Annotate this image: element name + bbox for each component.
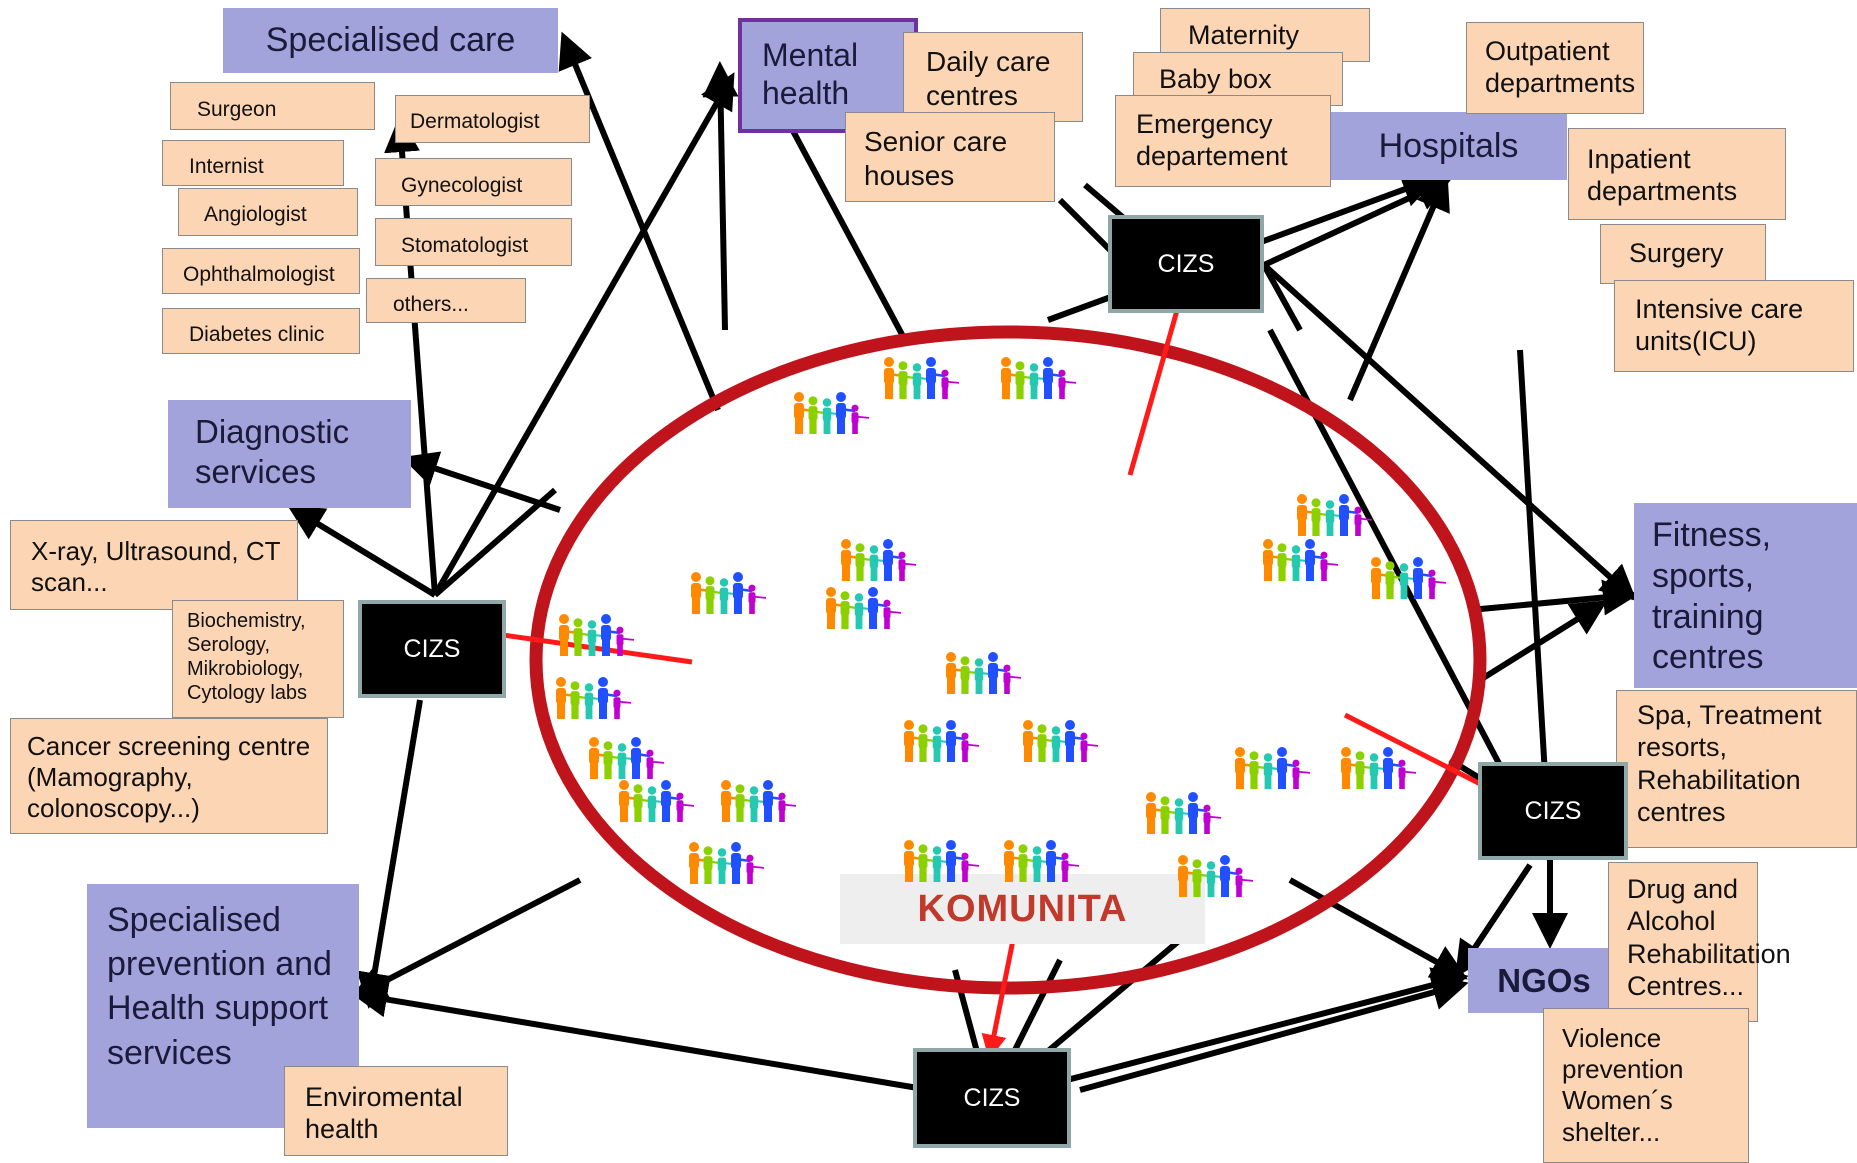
people-group-6 — [1370, 555, 1470, 606]
emergency-department-box[interactable]: Emergency departement — [1115, 95, 1331, 187]
imaging-box[interactable]: X-ray, Ultrasound, CT scan... — [10, 520, 298, 610]
specialised-care-box[interactable]: Specialised care — [223, 8, 558, 73]
diabetes-clinic-box[interactable]: Diabetes clinic — [162, 308, 360, 354]
connection-arrow-20 — [1288, 877, 1468, 980]
connection-arrow-19 — [1079, 974, 1469, 1093]
cizs-node-bottom[interactable]: CIZS — [913, 1048, 1071, 1148]
spa-rehabilitation-box[interactable]: Spa, Treatment resorts, Rehabilitation c… — [1616, 690, 1857, 848]
others-box[interactable]: others... — [366, 278, 526, 323]
outreach-arrow-3 — [1343, 712, 1507, 798]
outpatient-departments-box[interactable]: Outpatient departments — [1466, 22, 1644, 114]
people-group-21 — [1145, 790, 1245, 841]
connection-arrow-14 — [351, 981, 991, 1103]
people-group-17 — [720, 778, 820, 829]
people-group-4 — [1296, 492, 1396, 543]
people-group-16 — [618, 778, 718, 829]
gynecologist-box[interactable]: Gynecologist — [375, 158, 572, 206]
hospitals-box[interactable]: Hospitals — [1330, 112, 1567, 180]
connection-arrow-10 — [433, 487, 557, 598]
labs-box[interactable]: Biochemistry, Serology, Mikrobiology, Cy… — [172, 600, 344, 718]
people-group-1 — [793, 390, 893, 441]
inpatient-departments-box[interactable]: Inpatient departments — [1568, 128, 1786, 220]
people-group-20 — [1340, 745, 1440, 796]
connection-arrow-27 — [1261, 263, 1303, 332]
connection-arrow-26 — [1262, 176, 1453, 268]
stomatologist-box[interactable]: Stomatologist — [375, 218, 572, 266]
angiologist-box[interactable]: Angiologist — [178, 188, 358, 236]
connection-arrow-9 — [432, 72, 735, 597]
people-group-12 — [945, 650, 1045, 701]
icu-box[interactable]: Intensive care units(ICU) — [1614, 280, 1854, 372]
cizs-node-right[interactable]: CIZS — [1478, 762, 1628, 860]
community-ring — [529, 325, 1487, 995]
people-group-7 — [690, 570, 790, 621]
surgeon-box[interactable]: Surgeon — [170, 82, 375, 130]
people-group-18 — [688, 840, 788, 891]
connection-arrow-8 — [287, 505, 437, 598]
people-group-8 — [840, 537, 940, 588]
connection-arrow-30 — [1478, 600, 1608, 683]
people-group-22 — [1177, 853, 1277, 904]
internist-box[interactable]: Internist — [162, 140, 344, 186]
fitness-box[interactable]: Fitness, sports, training centres — [1634, 503, 1857, 688]
daily-care-centres-box[interactable]: Daily care centres — [903, 32, 1083, 122]
connection-arrow-29 — [1469, 579, 1639, 616]
people-group-3 — [1000, 355, 1100, 406]
connection-arrow-28 — [1347, 173, 1450, 402]
ngos-box[interactable]: NGOs — [1468, 948, 1620, 1013]
people-group-19 — [1234, 745, 1334, 796]
diagnostic-services-box[interactable]: Diagnostic services — [168, 400, 411, 508]
people-group-13 — [903, 718, 1003, 769]
cizs-node-top[interactable]: CIZS — [1108, 215, 1264, 313]
people-group-23 — [903, 838, 1003, 889]
cizs-node-left[interactable]: CIZS — [358, 600, 506, 698]
people-group-24 — [1003, 838, 1103, 889]
dermatologist-box[interactable]: Dermatologist — [395, 95, 590, 143]
people-group-2 — [883, 355, 983, 406]
drug-alcohol-rehab-box[interactable]: Drug and Alcohol Rehabilitation Centres.… — [1608, 862, 1791, 1022]
people-group-15 — [588, 735, 688, 786]
outreach-arrow-4 — [981, 929, 1018, 1060]
connection-arrow-13 — [350, 877, 582, 1000]
senior-care-houses-box[interactable]: Senior care houses — [845, 112, 1055, 202]
people-group-9 — [825, 585, 925, 636]
connection-arrow-12 — [356, 699, 423, 1009]
ophthalmologist-box[interactable]: Ophthalmologist — [162, 248, 360, 294]
people-group-11 — [555, 675, 655, 726]
environmental-health-box[interactable]: Enviromental health — [284, 1066, 508, 1156]
violence-prevention-box[interactable]: Violence prevention Women´s shelter... — [1543, 1008, 1749, 1163]
connection-arrow-5 — [1057, 197, 1113, 253]
cancer-screening-box[interactable]: Cancer screening centre (Mamography, col… — [10, 718, 328, 834]
connection-arrow-1 — [558, 31, 721, 412]
connection-arrow-11 — [401, 451, 561, 513]
connection-arrow-2 — [702, 61, 739, 331]
connection-arrow-25 — [1261, 262, 1637, 602]
surgery-box[interactable]: Surgery — [1600, 224, 1766, 284]
people-group-5 — [1262, 537, 1362, 588]
people-group-14 — [1022, 718, 1122, 769]
people-group-10 — [558, 612, 658, 663]
community-label: KOMUNITA — [840, 874, 1205, 944]
